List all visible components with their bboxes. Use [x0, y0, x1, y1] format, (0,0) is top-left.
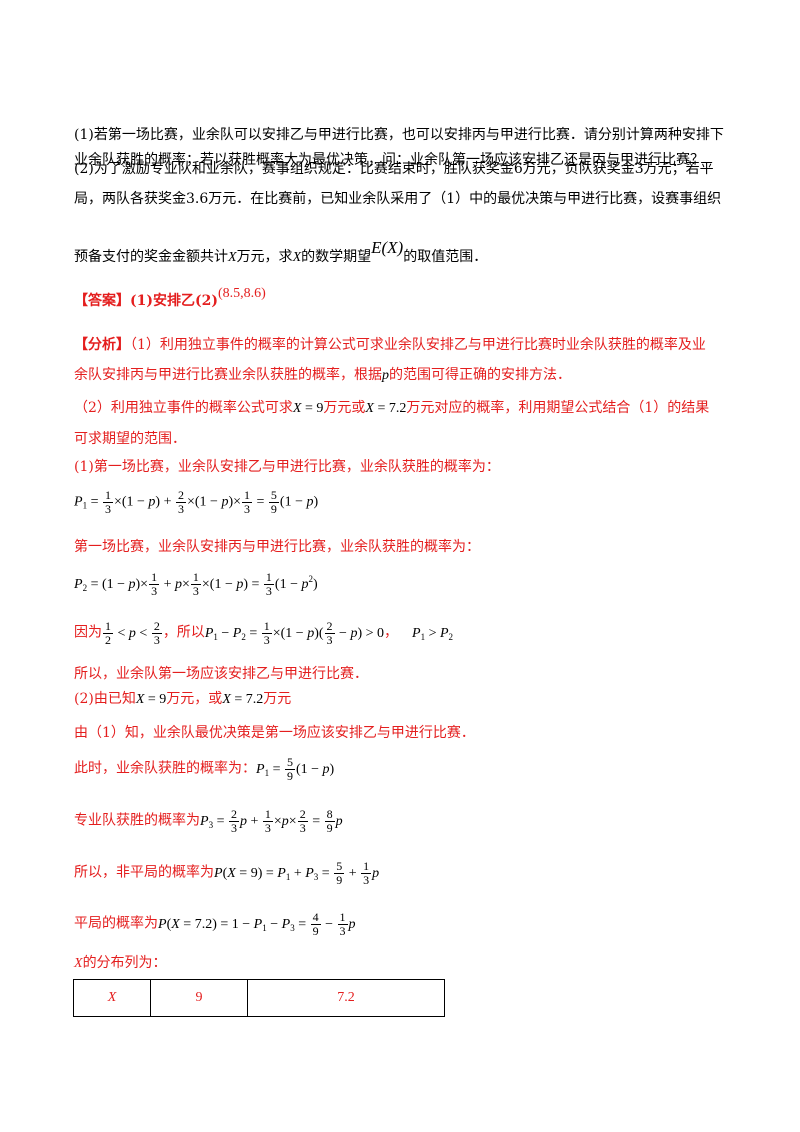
solution-step-4: 所以，业余队第一场应该安排乙与甲进行比赛． — [74, 666, 368, 682]
question-2-line3: 预备支付的奖金金额共计X万元，求X的数学期望E(X)的取值范围． — [74, 238, 488, 265]
solution-step-2: 第一场比赛，业余队安排丙与甲进行比赛，业余队获胜的概率为： — [74, 539, 480, 555]
solution-step-1: (1)第一场比赛，业余队安排乙与甲进行比赛，业余队获胜的概率为： — [74, 459, 500, 475]
expectation-symbol: E(X) — [371, 238, 404, 257]
question-2: (2)为了激励专业队和业余队，赛事组织规定：比赛结束时，胜队获奖金6万元，负队获… — [74, 161, 722, 207]
table-cell: 7.2 — [247, 979, 445, 1017]
question-1: (1)若第一场比赛，业余队可以安排乙与甲进行比赛，也可以安排丙与甲进行比赛．请分… — [74, 127, 724, 168]
table-row: X 9 7.2 — [73, 979, 445, 1017]
solution-step-11: X的分布列为： — [74, 955, 167, 971]
solution-step-6: 由（1）知，业余队最优决策是第一场应该安排乙与甲进行比赛． — [74, 725, 475, 741]
solution-step-5: (2)由已知X = 9万元，或X = 7.2万元 — [74, 691, 292, 707]
answer-line: 【答案】(1)安排乙(2)(8.5,8.6) — [74, 286, 266, 309]
distribution-table: X 9 7.2 — [73, 979, 445, 1017]
analysis: 【分析】（1）利用独立事件的概率的计算公式可求业余队安排乙与甲进行比赛时业余队获… — [74, 337, 710, 447]
table-cell: X — [73, 979, 151, 1017]
math-var: X — [228, 250, 237, 265]
table-cell: 9 — [150, 979, 248, 1017]
